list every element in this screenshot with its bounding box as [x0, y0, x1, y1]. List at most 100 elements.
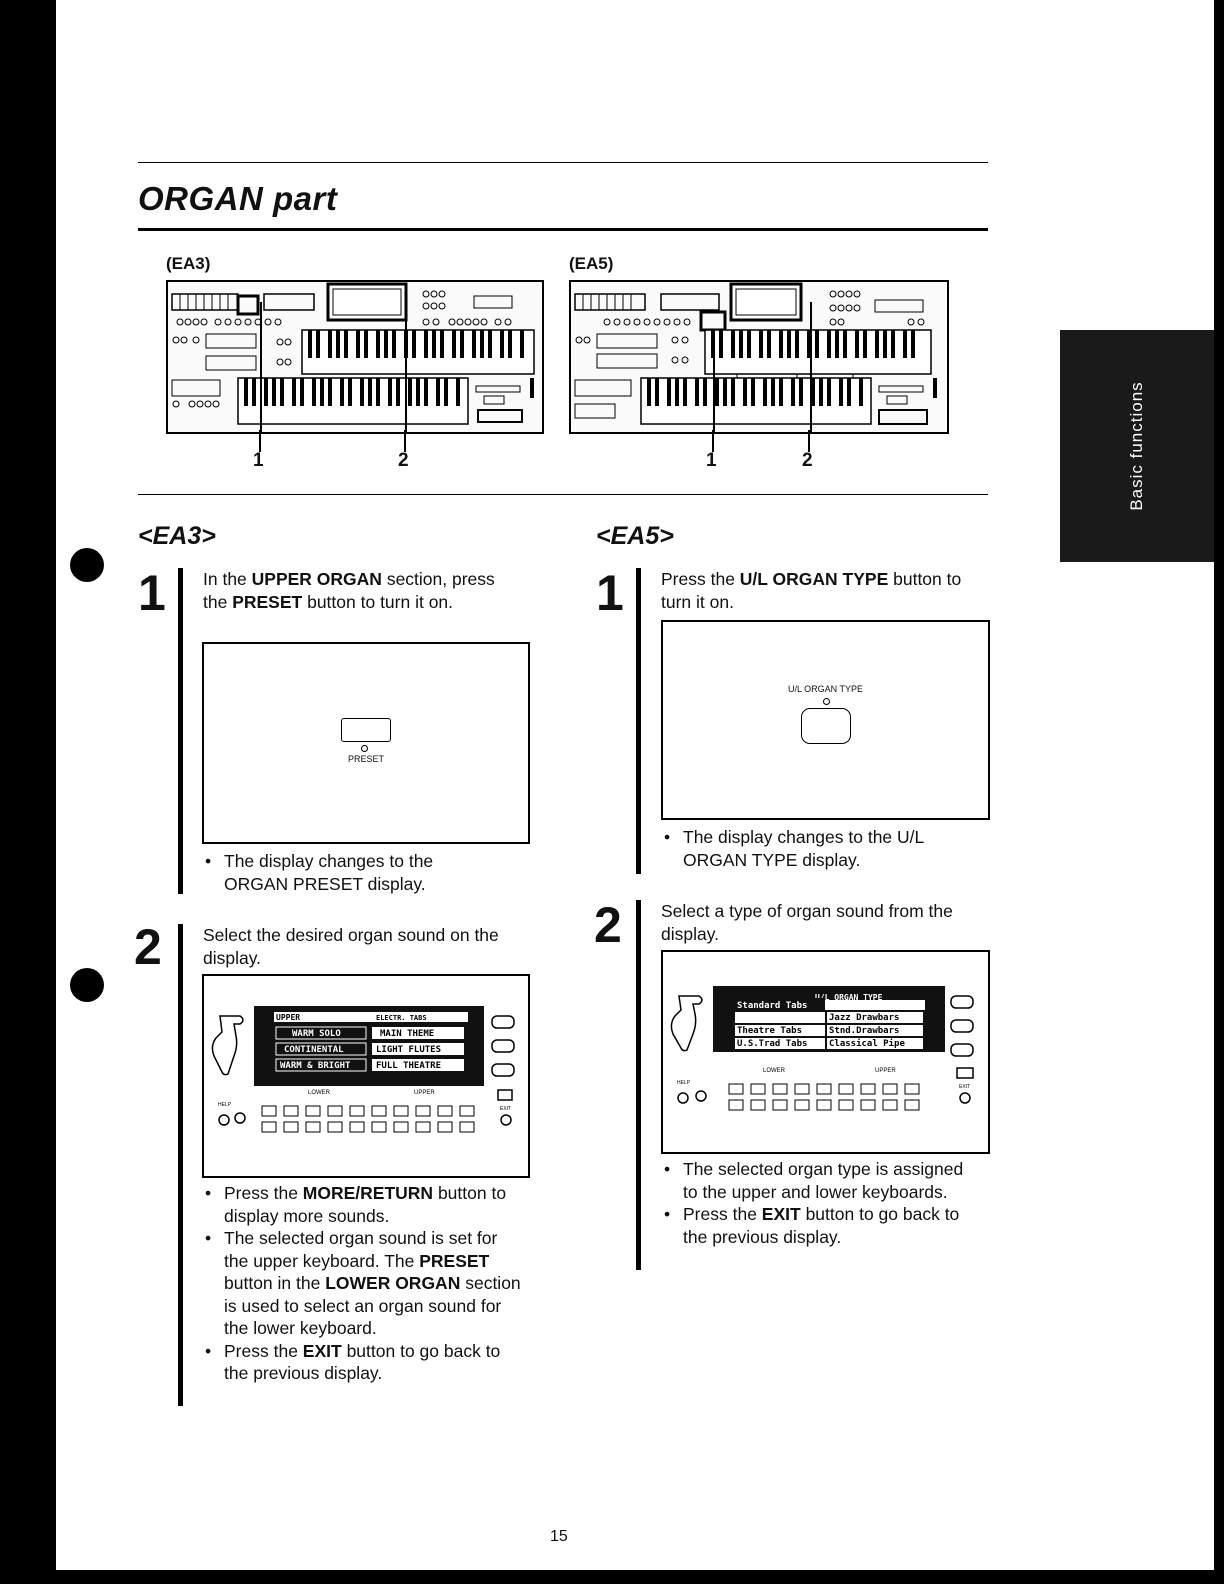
ea5-type-us-trad-tabs[interactable]: U.S.Trad Tabs: [737, 1039, 807, 1049]
ea5-callout-2: 2: [802, 450, 813, 471]
list-item: Press the MORE/RETURN button to display …: [202, 1182, 522, 1227]
ea5-step2-bullets: The selected organ type is assigned to t…: [661, 1158, 981, 1248]
ea5-step1-bullets: The display changes to the U/L ORGAN TYP…: [661, 826, 981, 871]
ea5-organ-type-figure: U/L ORGAN TYPE: [661, 620, 990, 820]
binder-hole: [70, 548, 104, 582]
ea5-heading: <EA5>: [596, 522, 674, 550]
ul-organ-type-button[interactable]: [801, 708, 851, 744]
side-tab-label: Basic functions: [1127, 381, 1146, 511]
list-item: The display changes to the U/L ORGAN TYP…: [661, 826, 981, 871]
ea3-callout-line-1: [259, 430, 261, 452]
side-tab: Basic functions: [1060, 330, 1214, 562]
hold-button[interactable]: [695, 1090, 707, 1102]
ea3-step2-number: 2: [134, 919, 162, 975]
ea3-callout-line-2: [404, 430, 406, 452]
lcd-side-button[interactable]: [950, 995, 974, 1009]
figure-rule: [138, 494, 988, 495]
lcd-side-button[interactable]: [491, 1015, 515, 1029]
preset-button-label: PRESET: [347, 754, 384, 764]
more-return-button[interactable]: [497, 1089, 513, 1101]
ea5-type-standard-tabs[interactable]: Standard Tabs: [737, 1001, 807, 1011]
ea5-figure-label: (EA5): [569, 254, 614, 273]
hold-button[interactable]: [234, 1112, 246, 1124]
ea3-lcd-header-right: ELECTR. TABS: [376, 1014, 427, 1022]
ea5-callout-1: 1: [706, 450, 717, 471]
exit-button[interactable]: [959, 1092, 971, 1104]
upper-label: UPPER: [414, 1090, 435, 1096]
list-item: The display changes to the ORGAN PRESET …: [202, 850, 502, 895]
ea5-type-stnd-drawbars[interactable]: Stnd.Drawbars: [829, 1026, 899, 1036]
ea5-callout-line-1: [712, 430, 714, 452]
ea3-step2-text: Select the desired organ sound on the di…: [203, 925, 499, 968]
binder-hole: [70, 968, 104, 1002]
ea3-display-svg: UPPER ELECTR. TABS WARM SOLO MAIN THEME …: [211, 1006, 515, 1133]
upper-label: UPPER: [875, 1068, 896, 1074]
page-right-border: [1214, 0, 1224, 1584]
ea3-sound-warm-solo[interactable]: WARM SOLO: [292, 1029, 341, 1039]
ea3-heading: <EA3>: [138, 522, 216, 550]
lcd-side-button[interactable]: [491, 1039, 515, 1053]
ea5-display-figure: U/L ORGAN TYPE Standard Tabs Jazz Drawba…: [661, 950, 990, 1154]
ea5-step2-number: 2: [594, 897, 622, 953]
ea3-panel-illustration: [166, 280, 544, 434]
ea3-step2-bullets: Press the MORE/RETURN button to display …: [202, 1182, 522, 1385]
ea3-display-figure: UPPER ELECTR. TABS WARM SOLO MAIN THEME …: [202, 974, 530, 1178]
lcd-side-button[interactable]: [950, 1043, 974, 1057]
page-title: ORGAN part: [138, 180, 338, 217]
more-return-button[interactable]: [956, 1067, 974, 1079]
ea5-type-classical-pipe[interactable]: Classical Pipe: [829, 1038, 905, 1049]
ea3-step2-bar: [178, 924, 183, 1406]
ea5-panel-svg: [574, 282, 937, 432]
ea5-step1-number: 1: [596, 565, 624, 621]
ea5-type-theatre-tabs[interactable]: Theatre Tabs: [737, 1026, 802, 1036]
ea5-type-jazz-drawbars[interactable]: Jazz Drawbars: [829, 1013, 899, 1023]
ea3-lcd-header: UPPER: [276, 1013, 300, 1022]
ea3-step1-text: In the UPPER ORGAN section, press the PR…: [203, 569, 495, 612]
ul-organ-type-label: U/L ORGAN TYPE: [787, 684, 864, 694]
ea3-panel-svg: [171, 282, 535, 432]
ea5-panel-illustration: [569, 280, 949, 434]
ea3-sound-warm-bright[interactable]: WARM & BRIGHT: [280, 1061, 351, 1071]
ea5-display-svg: U/L ORGAN TYPE Standard Tabs Jazz Drawba…: [670, 986, 974, 1111]
lcd-side-button[interactable]: [491, 1063, 515, 1077]
ea5-step1-bar: [636, 568, 641, 874]
help-label: HELP: [677, 1080, 691, 1086]
preset-button[interactable]: [341, 718, 391, 742]
ea3-step1-bar: [178, 568, 183, 894]
title-rule: [138, 228, 988, 231]
help-button[interactable]: [218, 1114, 230, 1126]
ea3-callout-2: 2: [398, 450, 409, 471]
ea5-step1-text: Press the U/L ORGAN TYPE button to turn …: [661, 569, 962, 612]
ea5-lcd-header: U/L ORGAN TYPE: [815, 993, 883, 1002]
ea3-preset-figure: PRESET: [202, 642, 530, 844]
lower-label: LOWER: [308, 1090, 331, 1096]
exit-button[interactable]: [500, 1114, 512, 1126]
ea3-figure-label: (EA3): [166, 254, 211, 273]
ea3-sound-main-theme[interactable]: MAIN THEME: [380, 1029, 434, 1039]
exit-label: EXIT: [959, 1084, 970, 1090]
pointing-hand-icon: [211, 1015, 244, 1076]
ea3-sound-light-flutes[interactable]: LIGHT FLUTES: [376, 1045, 441, 1055]
page-bottom-border: [0, 1570, 1224, 1584]
pointing-hand-icon: [670, 995, 703, 1052]
ul-organ-type-lamp-icon: [823, 698, 830, 705]
list-item: Press the EXIT button to go back to the …: [661, 1203, 981, 1248]
page-left-border: [0, 0, 56, 1584]
list-item: Press the EXIT button to go back to the …: [202, 1340, 522, 1385]
help-button[interactable]: [677, 1092, 689, 1104]
ea3-sound-full-theatre[interactable]: FULL THEATRE: [376, 1061, 441, 1071]
preset-lamp-icon: [361, 745, 368, 752]
ea5-step2-bar: [636, 900, 641, 1270]
page-number: 15: [550, 1528, 568, 1545]
list-item: The selected organ sound is set for the …: [202, 1227, 522, 1340]
ea3-sound-continental[interactable]: CONTINENTAL: [284, 1045, 344, 1055]
lower-label: LOWER: [763, 1068, 786, 1074]
lcd-side-button[interactable]: [950, 1019, 974, 1033]
exit-label: EXIT: [500, 1106, 511, 1112]
top-rule: [138, 162, 988, 163]
ea3-step1-number: 1: [138, 565, 166, 621]
ea5-callout-line-2: [808, 430, 810, 452]
help-label: HELP: [218, 1102, 232, 1108]
list-item: The selected organ type is assigned to t…: [661, 1158, 981, 1203]
ea3-step1-bullets: The display changes to the ORGAN PRESET …: [202, 850, 502, 895]
